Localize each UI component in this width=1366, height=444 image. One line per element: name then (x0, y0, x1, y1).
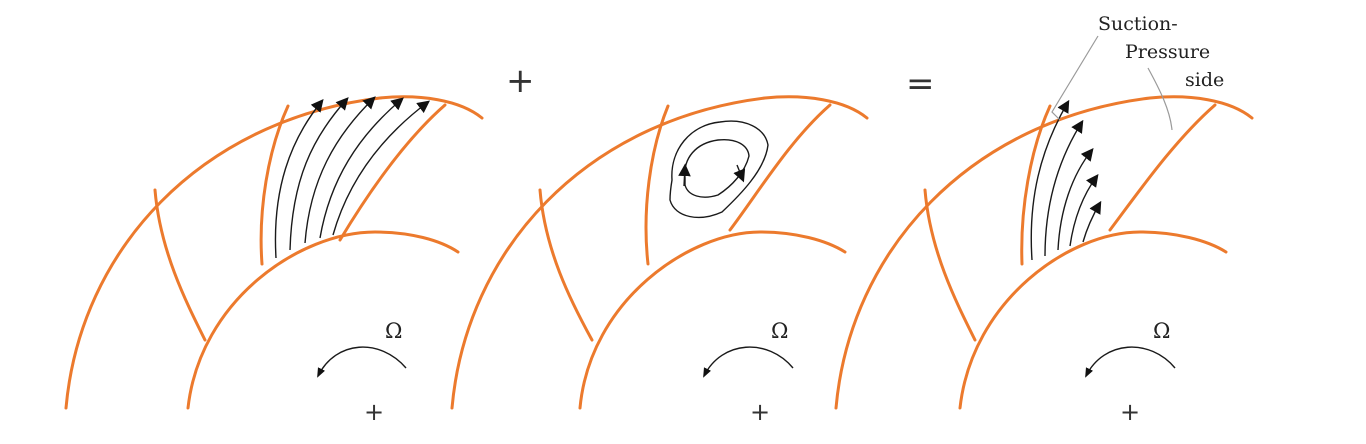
streamline (332, 100, 431, 236)
streamline (1069, 173, 1099, 247)
suction-side-label: Suction- (1098, 13, 1178, 35)
streamline (1044, 119, 1084, 257)
eddy-arrow (678, 163, 691, 187)
streamline (274, 99, 324, 259)
equals-operator: = (906, 64, 935, 104)
rotation-arrow (703, 346, 794, 378)
streamline (1057, 148, 1094, 251)
pressure-side-leader (1147, 67, 1173, 131)
relative-eddy-loops (669, 120, 769, 219)
eddy-inner-loop (684, 138, 750, 198)
streamline (319, 97, 404, 239)
panel-resulting-flow: Ω + Suction- Pressure side (834, 13, 1254, 426)
omega-label: Ω (1153, 319, 1170, 343)
streamline (304, 96, 376, 244)
eddy-outer-loop (669, 120, 769, 219)
omega-label: Ω (385, 319, 402, 343)
blade-left (538, 188, 594, 342)
plus-operator: + (506, 61, 535, 101)
blade-suction-side (1020, 104, 1052, 266)
suction-side-leader (1051, 35, 1099, 121)
streamline (289, 97, 349, 251)
outer-shroud-arc (834, 95, 1254, 410)
hub-arc (958, 230, 1228, 410)
omega-label: Ω (771, 319, 788, 343)
pressure-side-label: Pressure (1125, 41, 1210, 63)
hub-arc (578, 230, 847, 410)
side-label: side (1185, 69, 1224, 91)
rotation-arrow (1085, 346, 1176, 378)
rotation-center-mark: + (364, 398, 384, 426)
outer-shroud-arc (64, 95, 484, 410)
blade-left (923, 188, 977, 342)
hub-arc (186, 230, 460, 410)
streamline (1082, 200, 1102, 243)
blade-pressure-side (728, 103, 832, 232)
blade-pressure-side (1108, 103, 1217, 232)
eddy-arrow (733, 164, 746, 183)
rotation-arrow (317, 346, 407, 378)
blade-suction-side (644, 104, 670, 266)
blade-suction-side (259, 104, 290, 266)
throughflow-streamlines (274, 96, 431, 259)
blade-pressure-side (338, 103, 447, 242)
outer-shroud-arc (450, 95, 869, 410)
rotation-center-mark: + (1120, 398, 1140, 426)
blade-left (153, 188, 207, 342)
panel-relative-eddy: Ω + (450, 95, 869, 426)
panel-throughflow: Ω + (64, 95, 484, 426)
streamline (1030, 99, 1070, 261)
rotation-center-mark: + (750, 398, 770, 426)
